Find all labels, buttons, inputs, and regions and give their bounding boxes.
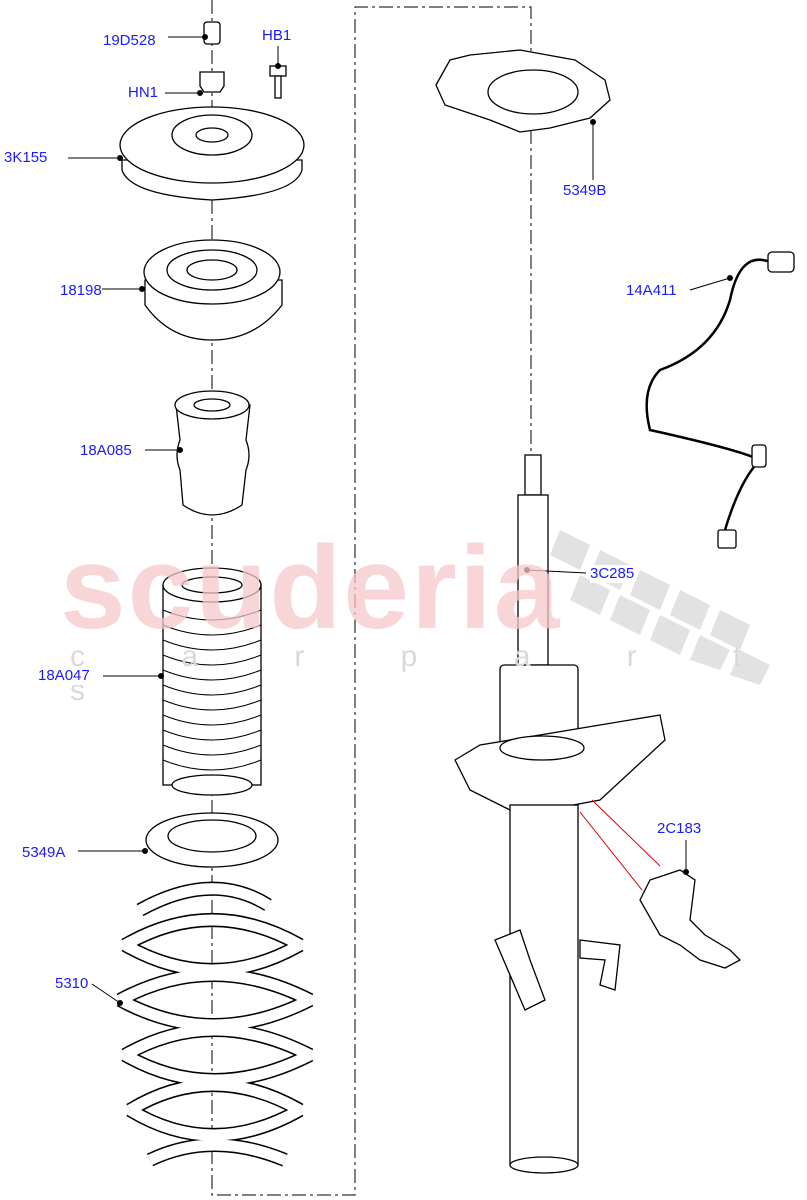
gaiter-ribs	[162, 609, 262, 771]
part-14A411	[645, 258, 771, 531]
checkered-flag-watermark	[550, 530, 770, 685]
label-18198[interactable]: 18198	[60, 282, 102, 300]
part-3C285	[454, 454, 666, 1174]
part-HN1	[199, 71, 225, 93]
label-19D528[interactable]: 19D528	[103, 32, 156, 50]
label-5349A[interactable]: 5349A	[22, 844, 66, 862]
part-3K155	[119, 106, 305, 201]
callout-lines	[579, 799, 661, 891]
label-3C285[interactable]: 3C285	[590, 565, 635, 583]
label-HN1[interactable]: HN1	[128, 84, 159, 102]
leader-lines	[68, 34, 733, 1006]
label-2C183[interactable]: 2C183	[657, 820, 702, 838]
label-3K155[interactable]: 3K155	[4, 149, 48, 167]
label-5310[interactable]: 5310	[55, 975, 89, 993]
part-18198	[143, 239, 283, 341]
label-18A047[interactable]: 18A047	[38, 667, 90, 685]
part-18A047	[162, 567, 262, 796]
part-18A085	[174, 390, 251, 516]
part-5349B	[435, 49, 611, 133]
part-2C183	[639, 869, 742, 969]
part-5310-inner	[117, 883, 313, 1166]
label-18A085[interactable]: 18A085	[80, 442, 132, 460]
label-5349B[interactable]: 5349B	[563, 182, 607, 200]
part-5349A	[145, 812, 279, 868]
label-14A411[interactable]: 14A411	[626, 282, 677, 300]
label-HB1[interactable]: HB1	[262, 27, 292, 45]
part-19D528	[203, 21, 221, 45]
part-HB1	[269, 65, 287, 99]
